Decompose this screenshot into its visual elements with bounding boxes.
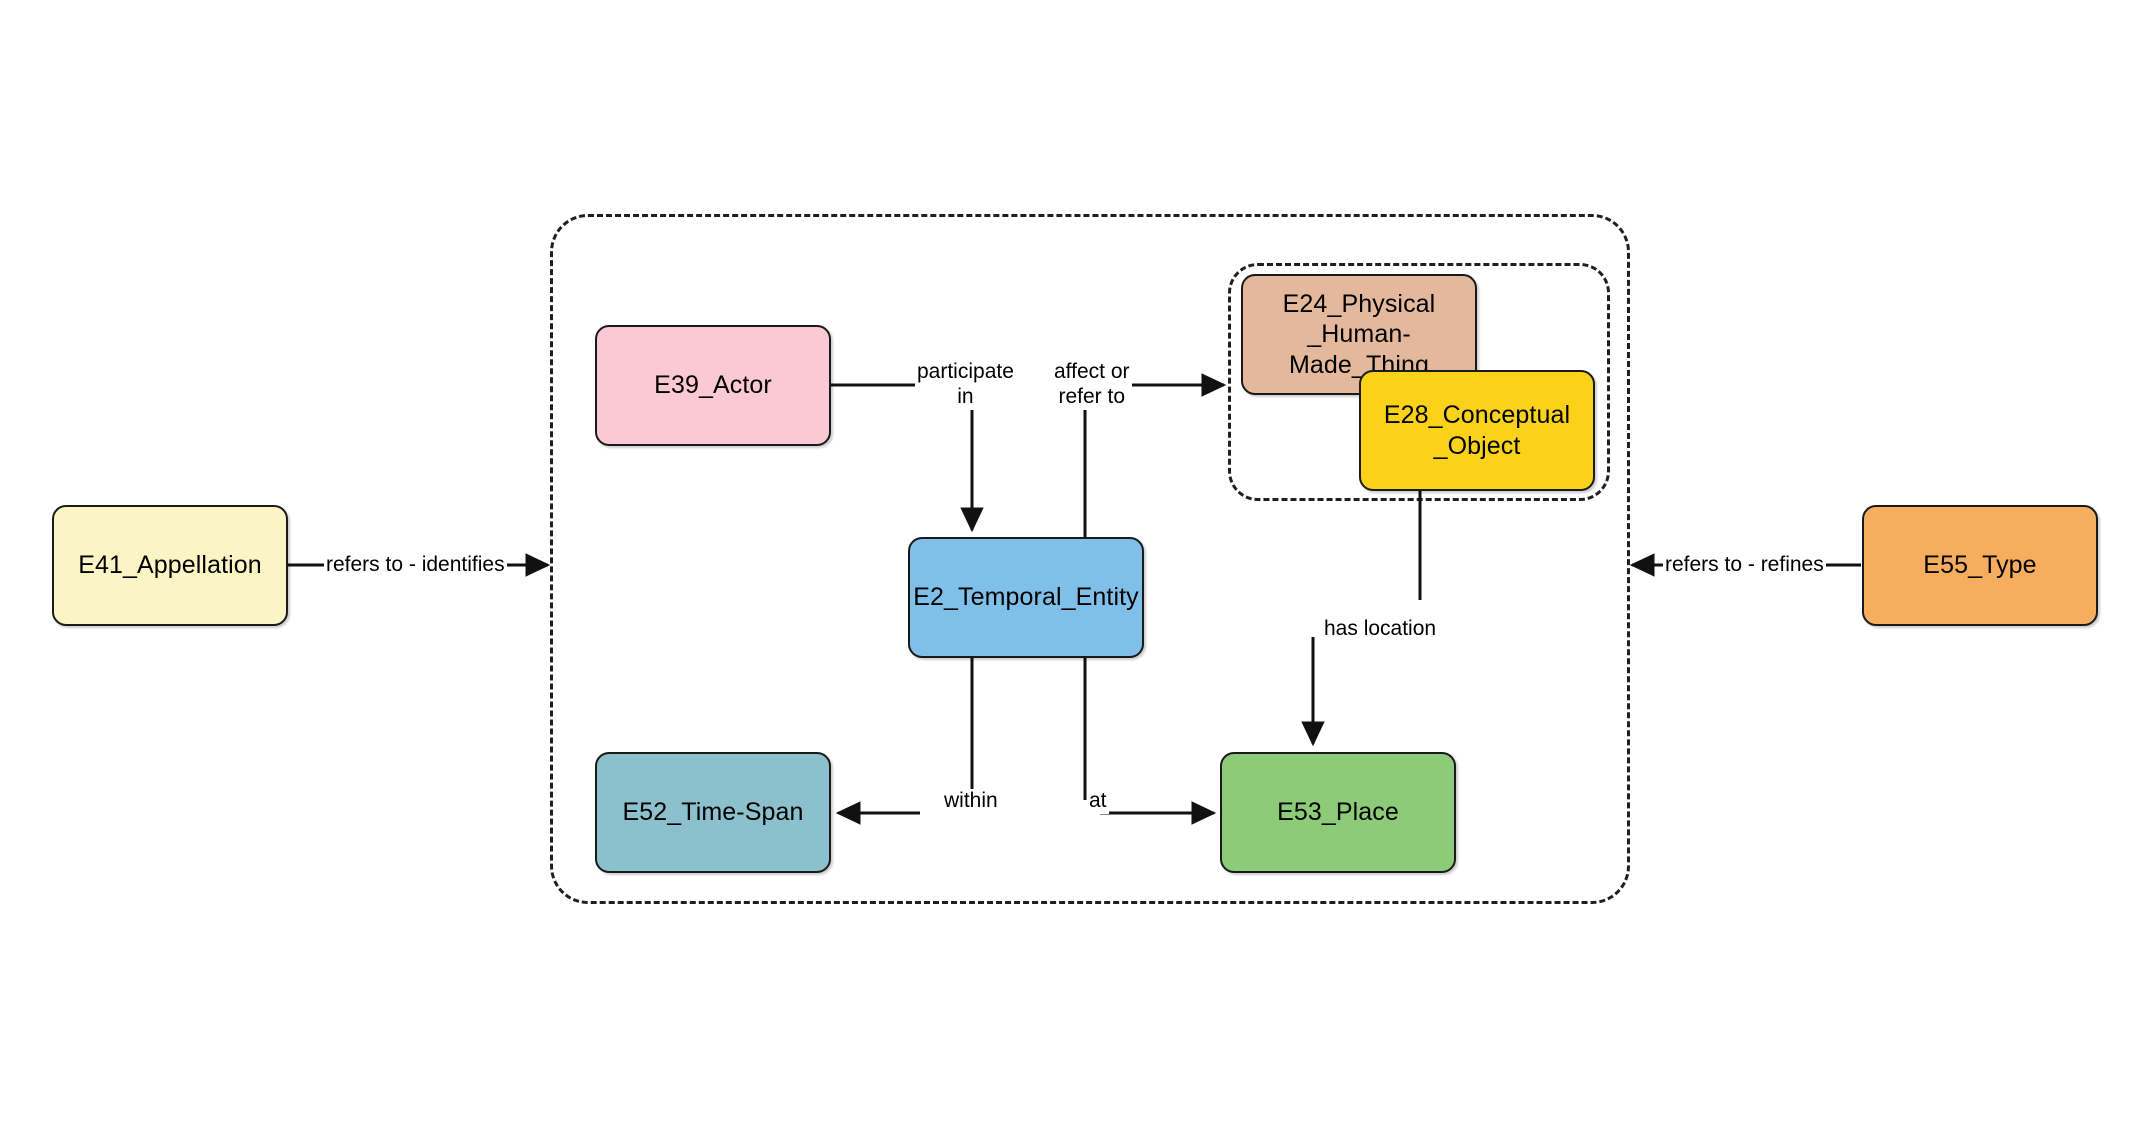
- node-e53-place[interactable]: E53_Place: [1220, 752, 1456, 873]
- node-label: E39_Actor: [654, 371, 772, 400]
- outer-dashed-boundary: [550, 214, 1630, 904]
- node-label: E28_Conceptual _Object: [1383, 401, 1571, 460]
- node-label: E52_Time-Span: [622, 798, 804, 827]
- node-label: E2_Temporal_Entity: [913, 583, 1139, 612]
- node-e39-actor[interactable]: E39_Actor: [595, 325, 831, 446]
- edge-label-affect-or-refer-to: affect or refer to: [1052, 360, 1132, 410]
- edge-label-participate-in: participate in: [915, 360, 1016, 410]
- edge-label-at: at: [1087, 789, 1109, 814]
- edge-label-within: within: [942, 789, 1000, 814]
- node-e41-appellation[interactable]: E41_Appellation: [52, 505, 288, 626]
- edge-label-has-location: has location: [1322, 617, 1439, 642]
- edge-label-refers-to-refines: refers to - refines: [1663, 553, 1826, 578]
- node-e28-conceptual-object[interactable]: E28_Conceptual _Object: [1359, 370, 1595, 491]
- edge-label-refers-to-identifies: refers to - identifies: [324, 553, 507, 578]
- node-label: E41_Appellation: [78, 551, 262, 580]
- node-e55-type[interactable]: E55_Type: [1862, 505, 2098, 626]
- node-label: E55_Type: [1923, 551, 2037, 580]
- node-e52-time-span[interactable]: E52_Time-Span: [595, 752, 831, 873]
- node-label: E53_Place: [1277, 798, 1399, 827]
- node-e2-temporal-entity[interactable]: E2_Temporal_Entity: [908, 537, 1144, 658]
- node-label: E24_Physical _Human-Made_Thing: [1282, 289, 1436, 379]
